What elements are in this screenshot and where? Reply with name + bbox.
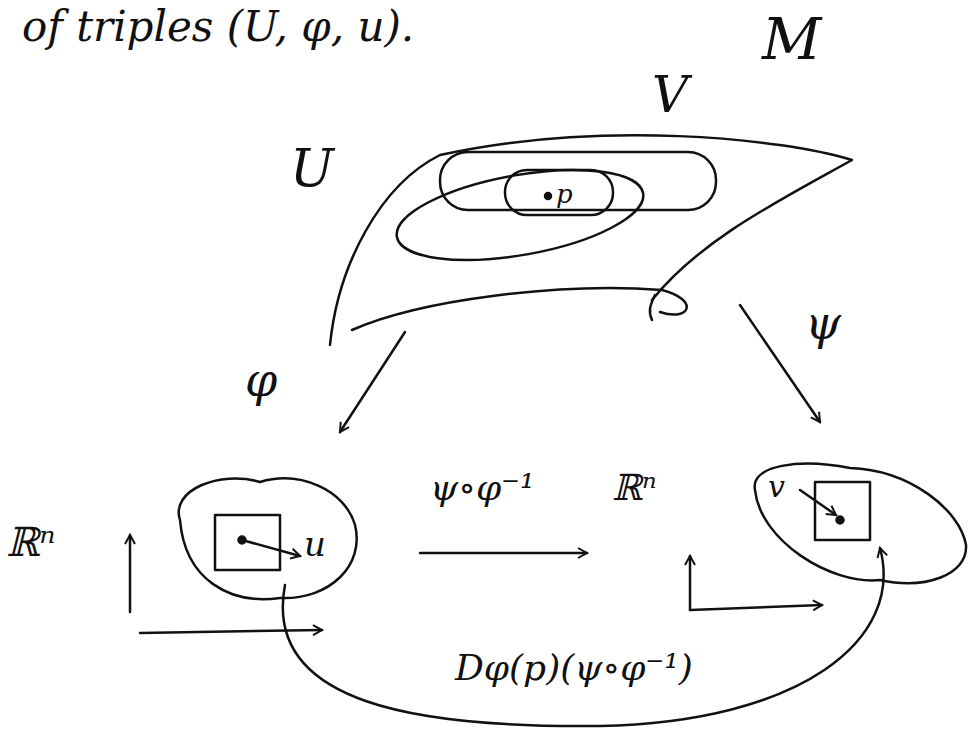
region-name: V: [652, 68, 688, 123]
map-name: φ: [245, 355, 277, 406]
heading-note: of triples (U, φ, u).: [22, 4, 414, 50]
region-name: U: [290, 140, 334, 197]
derivative-name: Dφ(p)(ψ∘φ⁻¹): [455, 648, 693, 688]
vector-name: u: [304, 526, 326, 563]
vector-name: v: [768, 470, 785, 503]
space-name: ℝⁿ: [612, 468, 657, 508]
map-name: ψ∘φ⁻¹: [430, 468, 535, 508]
space-name: ℝⁿ: [6, 520, 55, 564]
point-name: p: [556, 180, 573, 209]
manifold-name: M: [762, 8, 821, 72]
map-name: ψ: [805, 298, 841, 349]
